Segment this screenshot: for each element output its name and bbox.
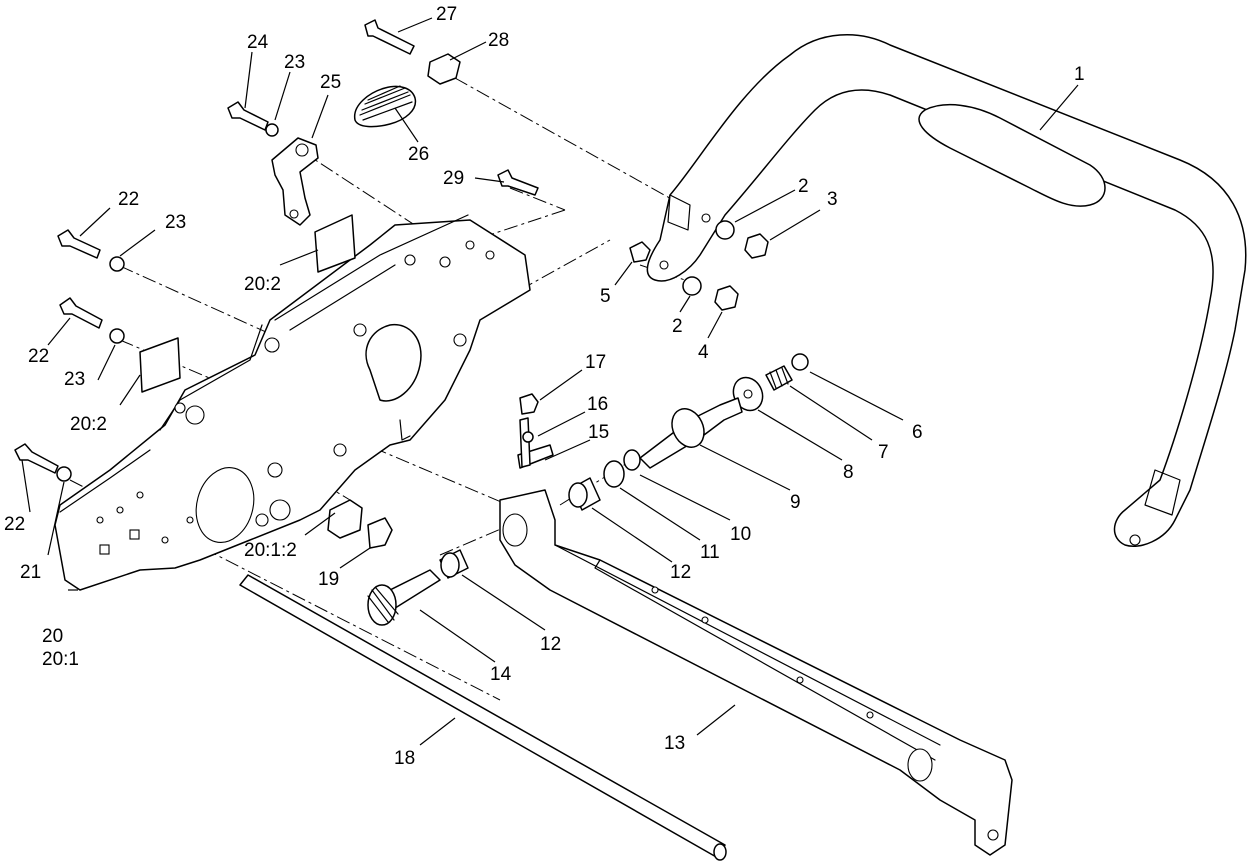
side-plate-bracket [54,214,531,591]
callout-16: 16 [587,394,608,415]
callout-7: 7 [878,442,889,463]
callout-6: 6 [912,422,923,443]
callout-20-2-upper: 20:2 [244,274,281,295]
callout-18: 18 [394,748,415,769]
callout-11: 11 [700,542,720,563]
handle-bar [646,34,1247,547]
callout-23-middle: 23 [64,369,85,390]
callout-labels: 1 2 3 4 5 2 6 7 8 9 10 11 12 12 13 14 15… [4,4,1085,769]
leader-lines [21,17,1079,746]
callout-28: 28 [488,30,509,51]
shaft-assembly [327,353,809,626]
decals [139,214,356,393]
callout-1: 1 [1074,64,1085,85]
callout-14: 14 [490,664,512,685]
callout-10: 10 [730,524,751,545]
callout-12-lower: 12 [540,634,561,655]
callout-9: 9 [790,492,801,513]
callout-8: 8 [843,462,854,483]
lever-and-spring [271,85,417,226]
callout-27: 27 [436,4,457,25]
frame-and-rod [239,489,1013,861]
callout-3: 3 [827,189,838,210]
callout-17: 17 [585,352,606,373]
callout-20-2-lower: 20:2 [70,414,107,435]
callout-25: 25 [320,72,341,93]
callout-2-upper: 2 [798,176,809,197]
fasteners-handle [629,220,769,311]
callout-23-upper: 23 [165,212,186,233]
callout-13: 13 [664,733,685,754]
fasteners-upper [14,19,539,482]
callout-20: 20 [42,626,63,647]
callout-22-upper: 22 [118,189,139,210]
callout-29: 29 [443,168,464,189]
callout-19: 19 [318,569,339,590]
callout-20-1-2: 20:1:2 [244,540,297,561]
callout-24: 24 [247,32,269,53]
callout-2-lower: 2 [672,316,683,337]
callout-23-top: 23 [284,52,305,73]
callout-12-upper: 12 [670,562,691,583]
callout-21: 21 [20,562,41,583]
callout-4: 4 [698,342,709,363]
callout-5: 5 [600,286,611,307]
callout-26: 26 [408,144,429,165]
callout-22-lower: 22 [4,514,25,535]
callout-20-1: 20:1 [42,649,79,670]
callout-15: 15 [588,422,609,443]
callout-22-middle: 22 [28,346,49,367]
